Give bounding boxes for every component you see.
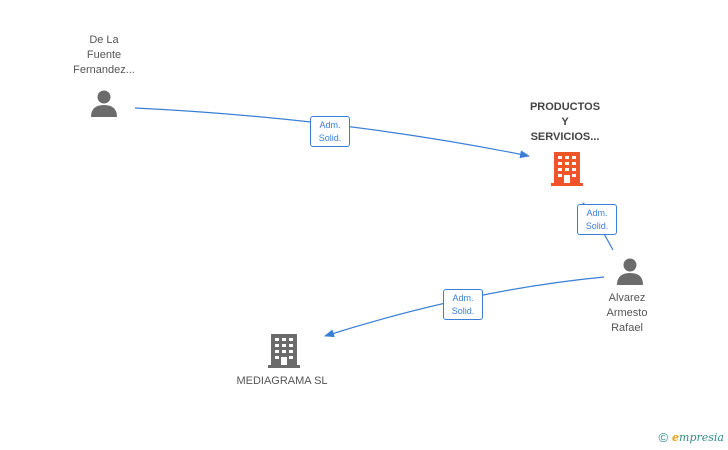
empresia-watermark: © empresia <box>658 430 724 445</box>
node-label-de-la-fuente[interactable]: De La Fuente Fernandez... <box>73 34 135 76</box>
edge-label-adm-solid[interactable]: Adm. Solid. <box>577 204 617 235</box>
node-label-mediagrama[interactable]: MEDIAGRAMA SL <box>236 375 328 387</box>
empresia-logo: empresia <box>672 431 724 444</box>
node-label-productos[interactable]: PRODUCTOS Y SERVICIOS... <box>529 101 601 143</box>
building-icon[interactable] <box>551 152 583 186</box>
person-icon[interactable] <box>89 88 119 118</box>
edge-label-adm-solid[interactable]: Adm. Solid. <box>310 116 350 147</box>
building-icon[interactable] <box>268 334 300 368</box>
node-label-alvarez[interactable]: Alvarez Armesto Rafael <box>606 292 648 334</box>
copyright-symbol: © <box>658 430 669 445</box>
edge-label-adm-solid[interactable]: Adm. Solid. <box>443 289 483 320</box>
person-icon[interactable] <box>615 256 645 286</box>
